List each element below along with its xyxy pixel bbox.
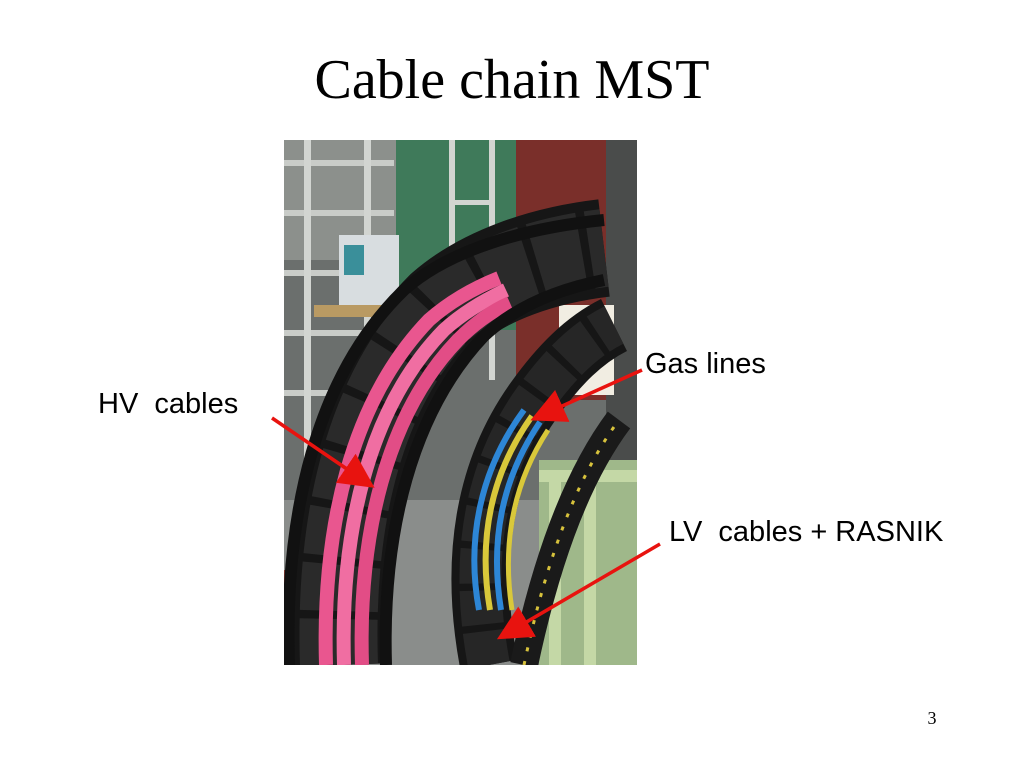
gas-lines-label: Gas lines — [645, 348, 766, 380]
hv-cables-label: HV cables — [98, 388, 239, 420]
cable-chain-photo — [284, 140, 637, 665]
slide-title: Cable chain MST — [314, 49, 710, 111]
page-number: 3 — [927, 708, 937, 728]
lv-cables-label: LV cables + RASNIK — [669, 516, 944, 548]
